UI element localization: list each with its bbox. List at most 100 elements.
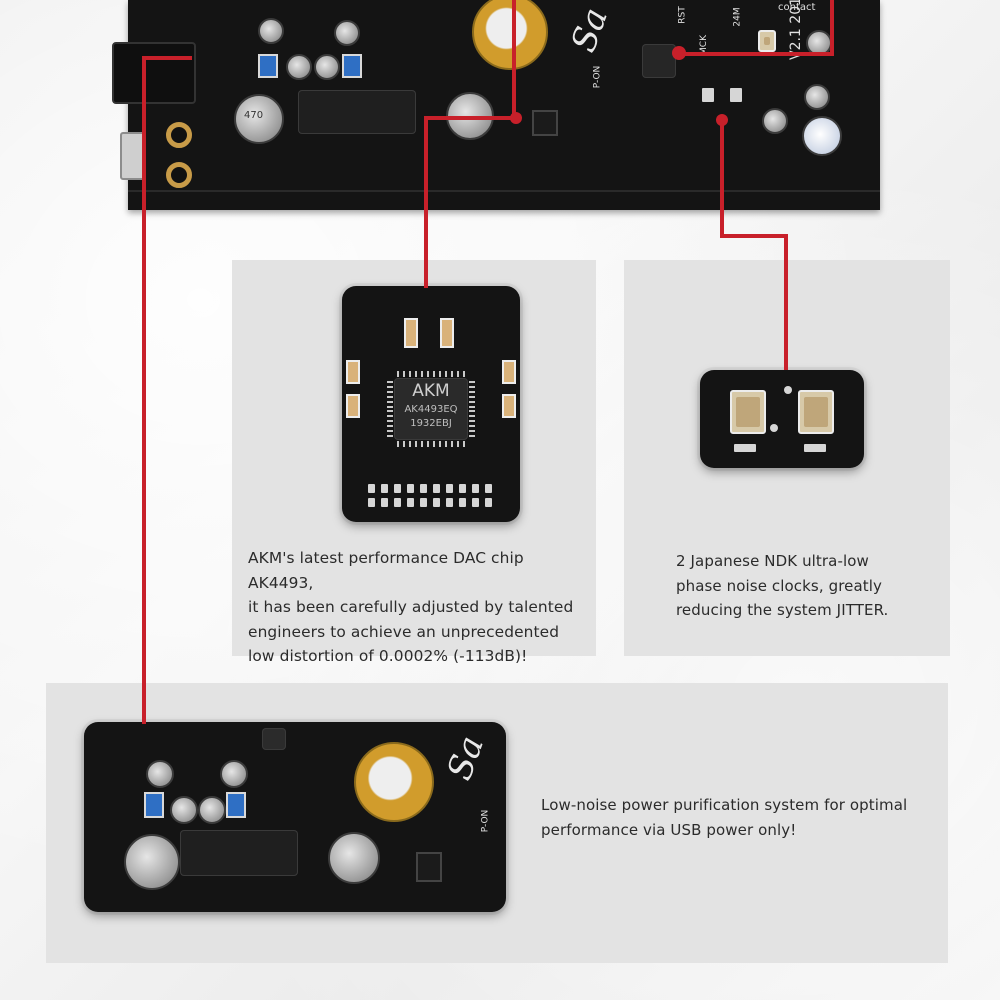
- chip-pin: [457, 441, 459, 447]
- pon-label: P-ON: [480, 809, 491, 833]
- blue-capacitor: [144, 792, 164, 818]
- chip-pin: [463, 371, 465, 377]
- inductor: [532, 110, 558, 136]
- chip-pin: [445, 371, 447, 377]
- capacitor: [804, 84, 830, 110]
- gold-capacitor: [354, 742, 434, 822]
- smd-pad: [459, 498, 466, 507]
- electrolytic-capacitor: [234, 94, 284, 144]
- chip-code: 1932EBJ: [410, 418, 452, 429]
- smd-pad: [368, 498, 375, 507]
- smd-pad: [420, 498, 427, 507]
- smd-pad: [472, 498, 479, 507]
- chip-pin: [387, 415, 393, 418]
- chip-pin: [433, 371, 435, 377]
- chip-pin: [451, 441, 453, 447]
- smd-component: [346, 394, 360, 418]
- electrolytic-capacitor: [802, 116, 842, 156]
- brand-script-label: Sa: [563, 2, 617, 58]
- crystal: [758, 30, 776, 52]
- smd-pad: [485, 484, 492, 493]
- chip-pin: [433, 441, 435, 447]
- chip-pin: [469, 430, 475, 433]
- connector-dot-mcu: [672, 46, 686, 60]
- capacitor: [220, 760, 248, 788]
- capacitor-label: 470: [244, 110, 264, 121]
- smd-component: [502, 394, 516, 418]
- connector-dot-dac: [510, 112, 522, 124]
- chip-pin: [463, 441, 465, 447]
- chip-pin: [387, 435, 393, 437]
- chip-pin: [415, 441, 417, 447]
- blue-capacitor: [342, 54, 362, 78]
- chip-pin: [387, 381, 393, 383]
- chip-pin: [421, 371, 423, 377]
- chip-pin: [469, 381, 475, 383]
- power-caption: Low-noise power purification system for …: [541, 796, 908, 839]
- electrolytic-capacitor: [328, 832, 380, 884]
- smd-pad: [485, 498, 492, 507]
- capacitor: [762, 108, 788, 134]
- smd-pad: [420, 484, 427, 493]
- chip-pin: [397, 371, 399, 377]
- smd-component: [804, 444, 826, 452]
- connector-line-dac: [424, 118, 428, 288]
- chip-pin: [387, 390, 393, 393]
- chip-pin: [469, 390, 475, 393]
- dac-chip: AKM AK4493EQ 1932EBJ: [394, 378, 468, 440]
- chip-pin: [439, 441, 441, 447]
- power-jack: [112, 42, 196, 104]
- smd-pad: [381, 484, 388, 493]
- dac-chip-photo: AKM AK4493EQ 1932EBJ: [342, 286, 520, 522]
- capacitor: [258, 18, 284, 44]
- connector-line-clocks-rise: [720, 118, 724, 238]
- chip-pin: [451, 371, 453, 377]
- chip-pin: [387, 410, 393, 413]
- regulator-chip: [180, 830, 298, 876]
- chip-pin: [387, 430, 393, 433]
- smd-component: [770, 424, 778, 432]
- smd-component: [784, 386, 792, 394]
- contact-label: contact: [778, 2, 816, 13]
- chip-pin: [469, 385, 475, 388]
- chip-pin: [469, 420, 475, 423]
- chip-pin: [403, 371, 405, 377]
- chip-pin: [409, 441, 411, 447]
- capacitor: [170, 796, 198, 824]
- smd-component: [346, 360, 360, 384]
- smd-pad: [459, 484, 466, 493]
- chip-brand: AKM: [412, 381, 450, 401]
- clocks-photo: [700, 370, 864, 468]
- freq-label: 24M: [732, 7, 743, 27]
- chip-pin: [469, 425, 475, 428]
- smd-pad: [472, 484, 479, 493]
- chip-pin: [387, 385, 393, 388]
- rst-label: RST: [677, 6, 688, 24]
- capacitor: [314, 54, 340, 80]
- ndk-clock-right: [798, 390, 834, 434]
- smd-component: [702, 88, 714, 102]
- gold-capacitor: [472, 0, 548, 70]
- connector-line-power-top: [142, 56, 192, 60]
- chip-pin: [469, 410, 475, 413]
- brand-script-label: Sa: [439, 730, 493, 786]
- chip-pin: [445, 441, 447, 447]
- smd-pad: [446, 484, 453, 493]
- connector-line-dac-top: [424, 116, 516, 120]
- electrolytic-capacitor: [124, 834, 180, 890]
- blue-capacitor: [258, 54, 278, 78]
- chip-pin: [387, 405, 393, 408]
- chip-pin: [387, 420, 393, 423]
- smd-pad: [407, 498, 414, 507]
- chip-pin: [387, 400, 393, 403]
- connector-line-clocks-mid: [720, 234, 788, 238]
- smd-pad: [394, 484, 401, 493]
- smd-pad: [381, 498, 388, 507]
- smd-pad: [433, 484, 440, 493]
- smd-pad: [368, 484, 375, 493]
- blue-capacitor: [226, 792, 246, 818]
- smd-component: [734, 444, 756, 452]
- capacitor: [198, 796, 226, 824]
- solder-pad: [166, 162, 192, 188]
- chip-pin: [403, 441, 405, 447]
